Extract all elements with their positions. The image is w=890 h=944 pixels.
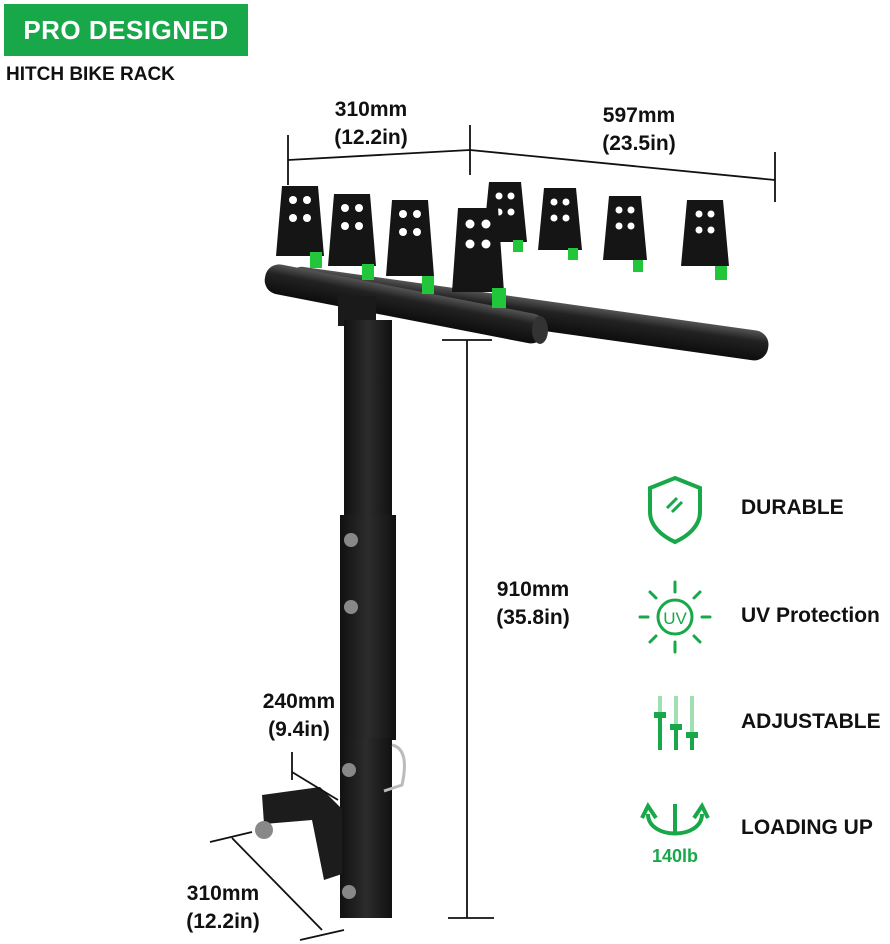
height-dimension: 910mm (35.8in) [478,576,588,632]
hitch-length-in: (12.2in) [186,910,260,933]
hitch-length-dimension: 310mm (12.2in) [168,880,278,936]
feature-label-durable: DURABLE [741,496,844,519]
right-width-mm: 597mm [602,104,676,127]
height-in: (35.8in) [496,606,570,629]
front-arm [264,264,548,344]
hitch-receiver [255,787,342,880]
right-width-dimension: 597mm (23.5in) [584,102,694,158]
mast-offset-dimension: 240mm (9.4in) [244,688,354,744]
height-mm: 910mm [496,578,570,601]
mast-offset-in: (9.4in) [268,718,330,741]
left-width-mm: 310mm [334,98,408,121]
sliders-icon [654,696,698,750]
mast-offset-mm: 240mm [262,690,336,713]
dimension-lines [209,125,776,941]
load-arrows-icon [640,802,710,836]
feature-label-loading: LOADING UP [741,816,873,839]
product-subtitle: HITCH BIKE RACK [6,64,175,85]
right-width-in: (23.5in) [602,132,676,155]
svg-text:UV: UV [663,609,687,628]
hitch-length-mm: 310mm [186,882,260,905]
load-capacity-caption: 140lb [651,846,699,866]
front-cradles [276,186,506,308]
pro-designed-badge: PRO DESIGNED [4,4,248,56]
uv-sun-icon: UV [638,580,712,654]
left-width-dimension: 310mm (12.2in) [316,96,426,152]
left-width-in: (12.2in) [334,126,408,149]
feature-label-adjustable: ADJUSTABLE [741,710,881,733]
shield-icon [648,475,702,545]
feature-label-uv: UV Protection [741,604,880,627]
mast [338,296,406,918]
rear-cradles [483,182,729,280]
